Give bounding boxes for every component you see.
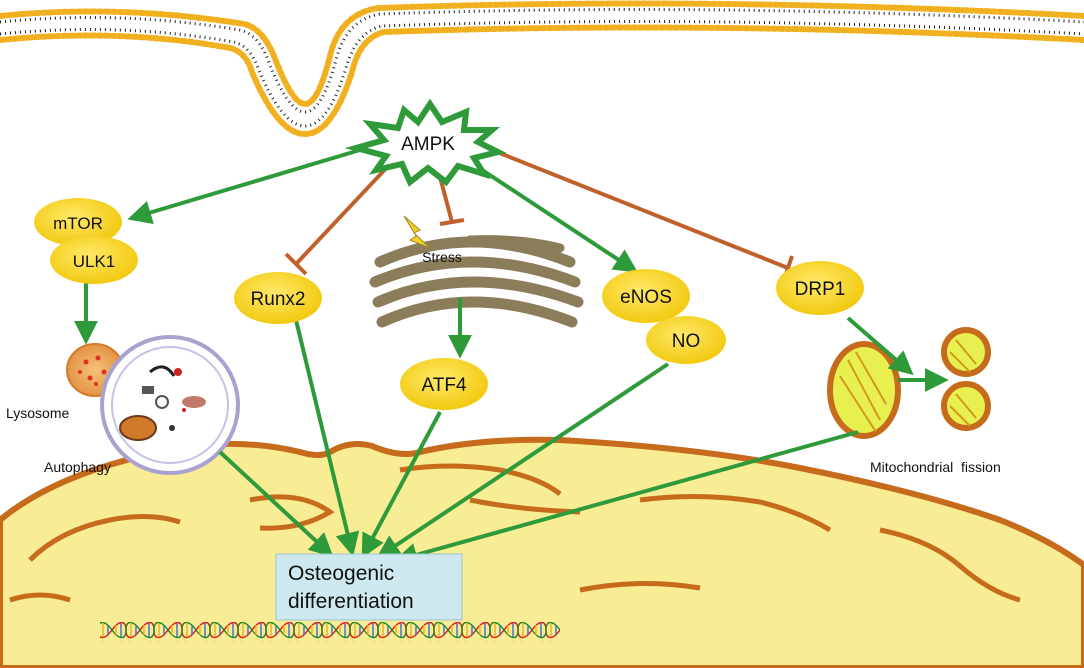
dna-helix — [100, 622, 560, 642]
ampk-to-enos — [468, 160, 639, 273]
atf4-label: ATF4 — [421, 375, 466, 396]
ulk1-label: ULK1 — [73, 252, 116, 271]
autophagosome — [100, 335, 240, 475]
lysosome-label: Lysosome — [6, 405, 70, 421]
mtor-label: mTOR — [53, 214, 103, 233]
osteo-line2: differentiation — [288, 590, 414, 613]
atf4-node: ATF4 — [400, 358, 488, 410]
no-to-osteo — [376, 362, 670, 559]
mitochondria — [827, 327, 991, 439]
mito-to-osteo — [393, 430, 859, 567]
no-node: NO — [646, 316, 726, 364]
autophagy-label: Autophagy — [44, 459, 111, 475]
stress-lightning-icon — [403, 215, 431, 249]
stress-node: Stress — [422, 249, 462, 265]
ampk-inhibits-runx2 — [294, 160, 394, 266]
cell-membrane — [0, 0, 1084, 138]
endoplasmic-reticulum — [369, 235, 584, 328]
no-label: NO — [672, 331, 701, 352]
atf4-to-osteo — [361, 411, 442, 559]
ampk-to-mtor — [127, 148, 361, 225]
runx2-node: Runx2 — [234, 272, 322, 324]
drp1-node: DRP1 — [776, 261, 864, 315]
osteogenic-box: Osteogenic differentiation — [275, 553, 463, 621]
inhibition-lines — [284, 148, 794, 281]
enos-node: eNOS — [602, 269, 690, 323]
ampk-node: AMPK — [344, 98, 507, 187]
drp1-label: DRP1 — [795, 279, 846, 300]
drp1-to-mitochondria — [846, 316, 914, 376]
enos-label: eNOS — [620, 287, 672, 308]
ampk-inhibits-drp1 — [491, 148, 789, 270]
stress-label: Stress — [422, 249, 462, 265]
activation-arrows — [74, 148, 949, 567]
ulk1-node: ULK1 — [50, 236, 138, 284]
osteo-line1: Osteogenic — [288, 562, 394, 585]
mtor-node: mTOR — [34, 198, 122, 246]
runx2-to-osteo — [294, 319, 360, 557]
mitochondrial-fission-label: Mitochondrial fission — [870, 459, 1001, 475]
ampk-label: AMPK — [401, 134, 455, 155]
ampk-star — [344, 98, 507, 187]
runx2-label: Runx2 — [251, 289, 306, 310]
autophagy-to-osteo — [218, 450, 334, 558]
